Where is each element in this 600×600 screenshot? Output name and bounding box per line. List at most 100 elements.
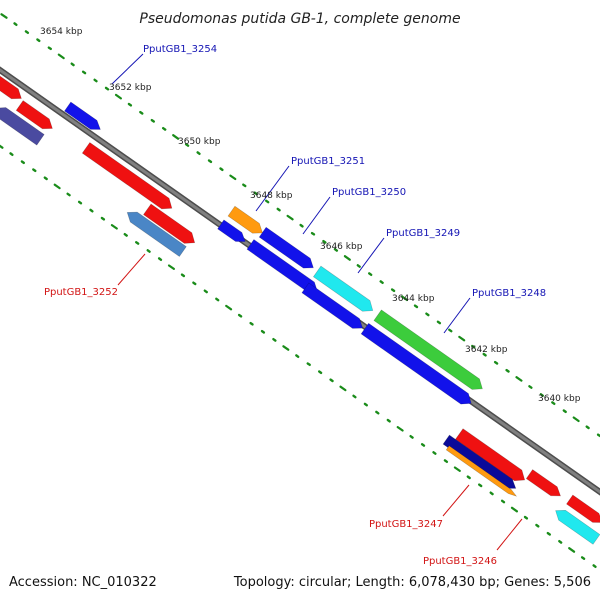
ruler-tick — [249, 321, 254, 326]
gene-arrow — [0, 75, 22, 100]
gene-label[interactable]: PputGB1_3250 — [332, 187, 406, 198]
callout-line — [442, 484, 470, 517]
ruler-tick — [379, 280, 384, 284]
ruler-tick — [70, 62, 75, 67]
ruler-tick — [161, 126, 167, 131]
ruler-tick — [478, 483, 483, 488]
ruler-tick — [413, 304, 419, 309]
ruler-tick — [219, 167, 224, 172]
ruler-tick — [184, 143, 190, 147]
ruler-tick — [448, 328, 453, 333]
gene-arrow — [455, 428, 526, 482]
ruler-tick — [260, 329, 266, 334]
gene-3254-arrow — [64, 101, 101, 130]
gene-arrow — [525, 469, 561, 497]
ruler-tick — [363, 402, 368, 407]
gene-label[interactable]: PputGB1_3249 — [386, 228, 460, 239]
ruler-tick — [425, 312, 430, 317]
callout-line — [255, 165, 290, 212]
ruler-tick — [114, 93, 123, 100]
ruler-tick — [104, 86, 110, 91]
ruler-tick — [493, 360, 499, 365]
gene-3253-arrow — [81, 142, 173, 210]
ruler-tick — [489, 491, 494, 496]
ruler-tick — [9, 152, 14, 157]
ruler-tick — [89, 208, 94, 213]
ruler-tick — [390, 288, 396, 293]
ruler-tick — [401, 295, 409, 302]
ruler-tick — [352, 394, 357, 399]
ruler-tick — [282, 345, 290, 351]
ruler-tick — [203, 289, 209, 294]
callout-line — [496, 518, 523, 551]
ruler-tick — [180, 273, 186, 278]
ruler-tick — [237, 313, 243, 318]
ruler-tick — [523, 515, 529, 520]
ruler-tick — [157, 257, 163, 261]
ruler-tick — [24, 30, 30, 34]
ruler-tick — [134, 241, 140, 245]
gene-label[interactable]: PputGB1_3251 — [291, 156, 365, 167]
genome-summary: Topology: circular; Length: 6,078,430 bp… — [233, 575, 591, 590]
gene-3249-arrow — [312, 265, 374, 312]
ruler-tick — [546, 531, 551, 536]
ruler-tick — [36, 38, 41, 43]
callout-line — [357, 237, 385, 274]
ruler-tick — [339, 385, 347, 392]
axis-tick-label: 3654 kbp — [40, 27, 83, 37]
ruler-tick — [539, 393, 544, 397]
gene-label[interactable]: PputGB1_3252 — [44, 287, 118, 298]
callout-line — [117, 253, 146, 286]
axis-tick-label: 3646 kbp — [320, 242, 363, 252]
ruler-tick — [558, 540, 563, 544]
gene-label[interactable]: PputGB1_3248 — [472, 288, 546, 299]
ruler-tick — [368, 272, 373, 276]
ruler-tick — [299, 223, 304, 228]
ruler-tick — [150, 118, 156, 123]
gene-arrow — [217, 219, 246, 242]
gene-3251-arrow — [227, 205, 263, 234]
ruler-tick — [592, 564, 597, 568]
outer-ruler-track — [0, 13, 600, 438]
inner-ruler-track — [0, 144, 597, 568]
gene-label[interactable]: PputGB1_3254 — [143, 44, 217, 55]
ruler-tick — [77, 200, 83, 205]
gene-arrow — [301, 282, 364, 329]
gene-label[interactable]: PputGB1_3246 — [423, 556, 497, 567]
ruler-tick — [20, 160, 25, 165]
callout-line — [111, 53, 144, 85]
ruler-tick — [127, 102, 133, 107]
ruler-tick — [505, 368, 510, 373]
ruler-tick — [242, 183, 247, 188]
gene-3247-overlay — [445, 445, 518, 497]
ruler-tick — [13, 22, 18, 26]
ruler-tick — [453, 466, 461, 472]
ruler-tick — [100, 216, 106, 221]
gene-arrow — [360, 322, 472, 405]
gene-label[interactable]: PputGB1_3247 — [369, 519, 443, 530]
ruler-tick — [272, 338, 277, 342]
ruler-tick — [57, 53, 65, 60]
ruler-tick — [207, 159, 213, 164]
map-title: Pseudomonas putida GB-1, complete genome — [139, 11, 460, 27]
ruler-tick — [333, 247, 339, 252]
ruler-tick — [500, 499, 506, 504]
ruler-tick — [310, 231, 316, 236]
ruler-tick — [276, 207, 281, 212]
gene-arrow — [15, 100, 53, 130]
ruler-tick — [343, 255, 351, 261]
ruler-tick — [396, 426, 404, 432]
callout-line — [302, 196, 331, 235]
gene-arrow — [0, 107, 45, 146]
ruler-tick — [192, 281, 197, 286]
ruler-tick — [322, 239, 327, 244]
gene-3252-arrow — [126, 211, 187, 257]
ruler-tick — [409, 435, 414, 439]
ruler-tick — [386, 418, 391, 423]
ruler-tick — [432, 451, 437, 455]
ruler-tick — [375, 410, 380, 415]
ruler-tick — [43, 176, 48, 181]
ruler-tick — [436, 320, 442, 325]
